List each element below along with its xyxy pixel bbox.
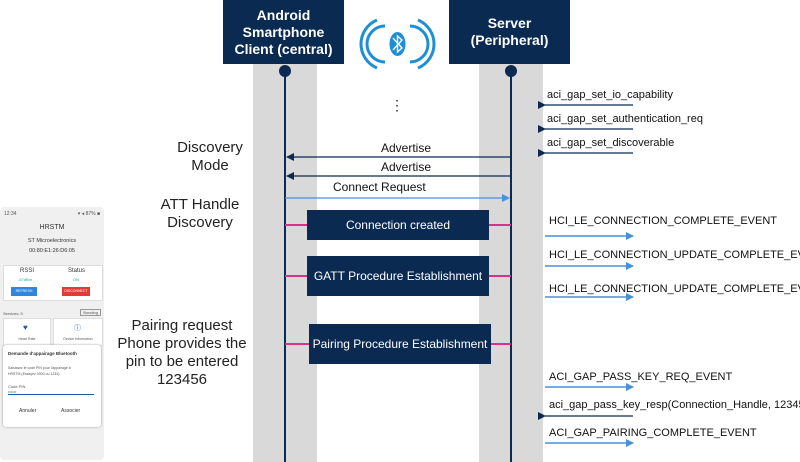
gatt-procedure-box: GATT Procedure Establishment (307, 256, 489, 296)
phone-services-count: Services: 5 (3, 311, 23, 316)
bluetooth-icon (359, 18, 436, 70)
phone-bonding-tag: Bonding (80, 309, 101, 316)
phone-refresh-button[interactable]: REFRESH (11, 287, 37, 296)
phone-screenshot: 12:34 ▾ ◂ 87% ■ HRSTM ST Microelectronic… (0, 207, 104, 460)
phone-status-time: 12:34 (4, 211, 17, 217)
connect-request-label: Connect Request (333, 180, 426, 194)
event-label-3: HCI_LE_CONNECTION_UPDATE_COMPLETE_EVENT (549, 283, 800, 295)
dialog-cancel-button[interactable]: Annuler (19, 408, 37, 414)
discovery-mode-label: Discovery Mode (160, 139, 260, 175)
server-cmd-label-3: aci_gap_set_discoverable (547, 137, 675, 149)
client-header: Android Smartphone Client (central) (223, 0, 344, 64)
pairing-dialog: Demande d'appairage Bluetooth Saisissez … (3, 345, 101, 427)
att-discovery-label: ATT Handle Discovery (150, 196, 250, 232)
ellipsis: ⋮ (390, 97, 404, 113)
event-label-2: HCI_LE_CONNECTION_UPDATE_COMPLETE_EVENT (549, 249, 800, 261)
phone-disconnect-label: DISCONNECT (64, 289, 88, 293)
dialog-associate-button[interactable]: Associer (61, 408, 81, 414)
dialog-pin-label: Code PIN (8, 384, 26, 389)
discovery-mode-line-2: Mode (191, 157, 229, 174)
phone-rssi-value: -67dBm (18, 277, 33, 282)
connection-created-box: Connection created (307, 210, 489, 240)
phone-service-1-label: Heart Rate (18, 337, 36, 341)
pairing-line-4: 123456 (156, 371, 208, 388)
pairing-request-label: Pairing request Phone provides the pin t… (108, 317, 256, 389)
server-lifeline-dot (505, 65, 517, 77)
phone-service-heart-rate[interactable]: ♥ Heart Rate (3, 318, 51, 346)
dialog-title: Demande d'appairage Bluetooth (8, 351, 77, 356)
discovery-mode-line-1: Discovery (177, 139, 243, 156)
server-header-label: Server (Peripheral) (470, 15, 549, 48)
phone-status-value: ON (73, 277, 79, 282)
dialog-pin-field[interactable]: •••••• (8, 389, 94, 395)
connection-created-label: Connection created (345, 218, 451, 232)
info-icon: ⓘ (74, 325, 81, 332)
phone-service-device-info[interactable]: ⓘ Device Information (53, 318, 103, 346)
phone-disconnect-button[interactable]: DISCONNECT (62, 287, 90, 296)
phone-status-icons: ▾ ◂ 87% ■ (77, 211, 100, 217)
advertise-label-2: Advertise (381, 160, 432, 174)
client-lifeline-dot (279, 65, 291, 77)
pairing-line-1: Pairing request (131, 317, 233, 334)
client-header-label: Android Smartphone Client (central) (234, 6, 333, 57)
phone-address: 00:80:E1:26:D6:05 (29, 248, 75, 254)
phone-status-label: Status (68, 268, 86, 274)
server-cmd-label-1: aci_gap_set_io_capability (547, 89, 673, 101)
phone-refresh-label: REFRESH (15, 289, 33, 293)
att-discovery-line-2: Discovery (167, 214, 233, 231)
pairing-procedure-label: Pairing Procedure Establishment (312, 337, 488, 351)
pairing-line-3: pin to be entered (125, 353, 239, 370)
heart-icon: ♥ (23, 323, 28, 332)
pairing-line-2: Phone provides the (117, 335, 247, 352)
dialog-text-2: HRSTM (Essayez 0000 ou 1234). (8, 372, 61, 376)
event-label-5: aci_gap_pass_key_resp(Connection_Handle,… (549, 399, 800, 411)
event-label-6: ACI_GAP_PAIRING_COMPLETE_EVENT (549, 427, 757, 439)
phone-company: ST Microelectronics (27, 238, 77, 244)
event-label-4: ACI_GAP_PASS_KEY_REQ_EVENT (549, 371, 733, 383)
phone-service-2-label: Device Information (63, 337, 93, 341)
dialog-text-1: Saisissez le code PIN pour l'appairage à (8, 366, 71, 370)
event-label-1: HCI_LE_CONNECTION_COMPLETE_EVENT (549, 215, 777, 227)
pairing-procedure-box: Pairing Procedure Establishment (309, 324, 491, 364)
advertise-label-1: Advertise (381, 141, 432, 155)
server-cmd-label-2: aci_gap_set_authentication_req (547, 113, 703, 125)
gatt-procedure-label: GATT Procedure Establishment (313, 269, 483, 283)
server-header: Server (Peripheral) (449, 0, 570, 64)
phone-app-title: HRSTM (39, 224, 65, 231)
att-discovery-line-1: ATT Handle (160, 196, 240, 213)
phone-rssi-label: RSSI (20, 268, 35, 274)
